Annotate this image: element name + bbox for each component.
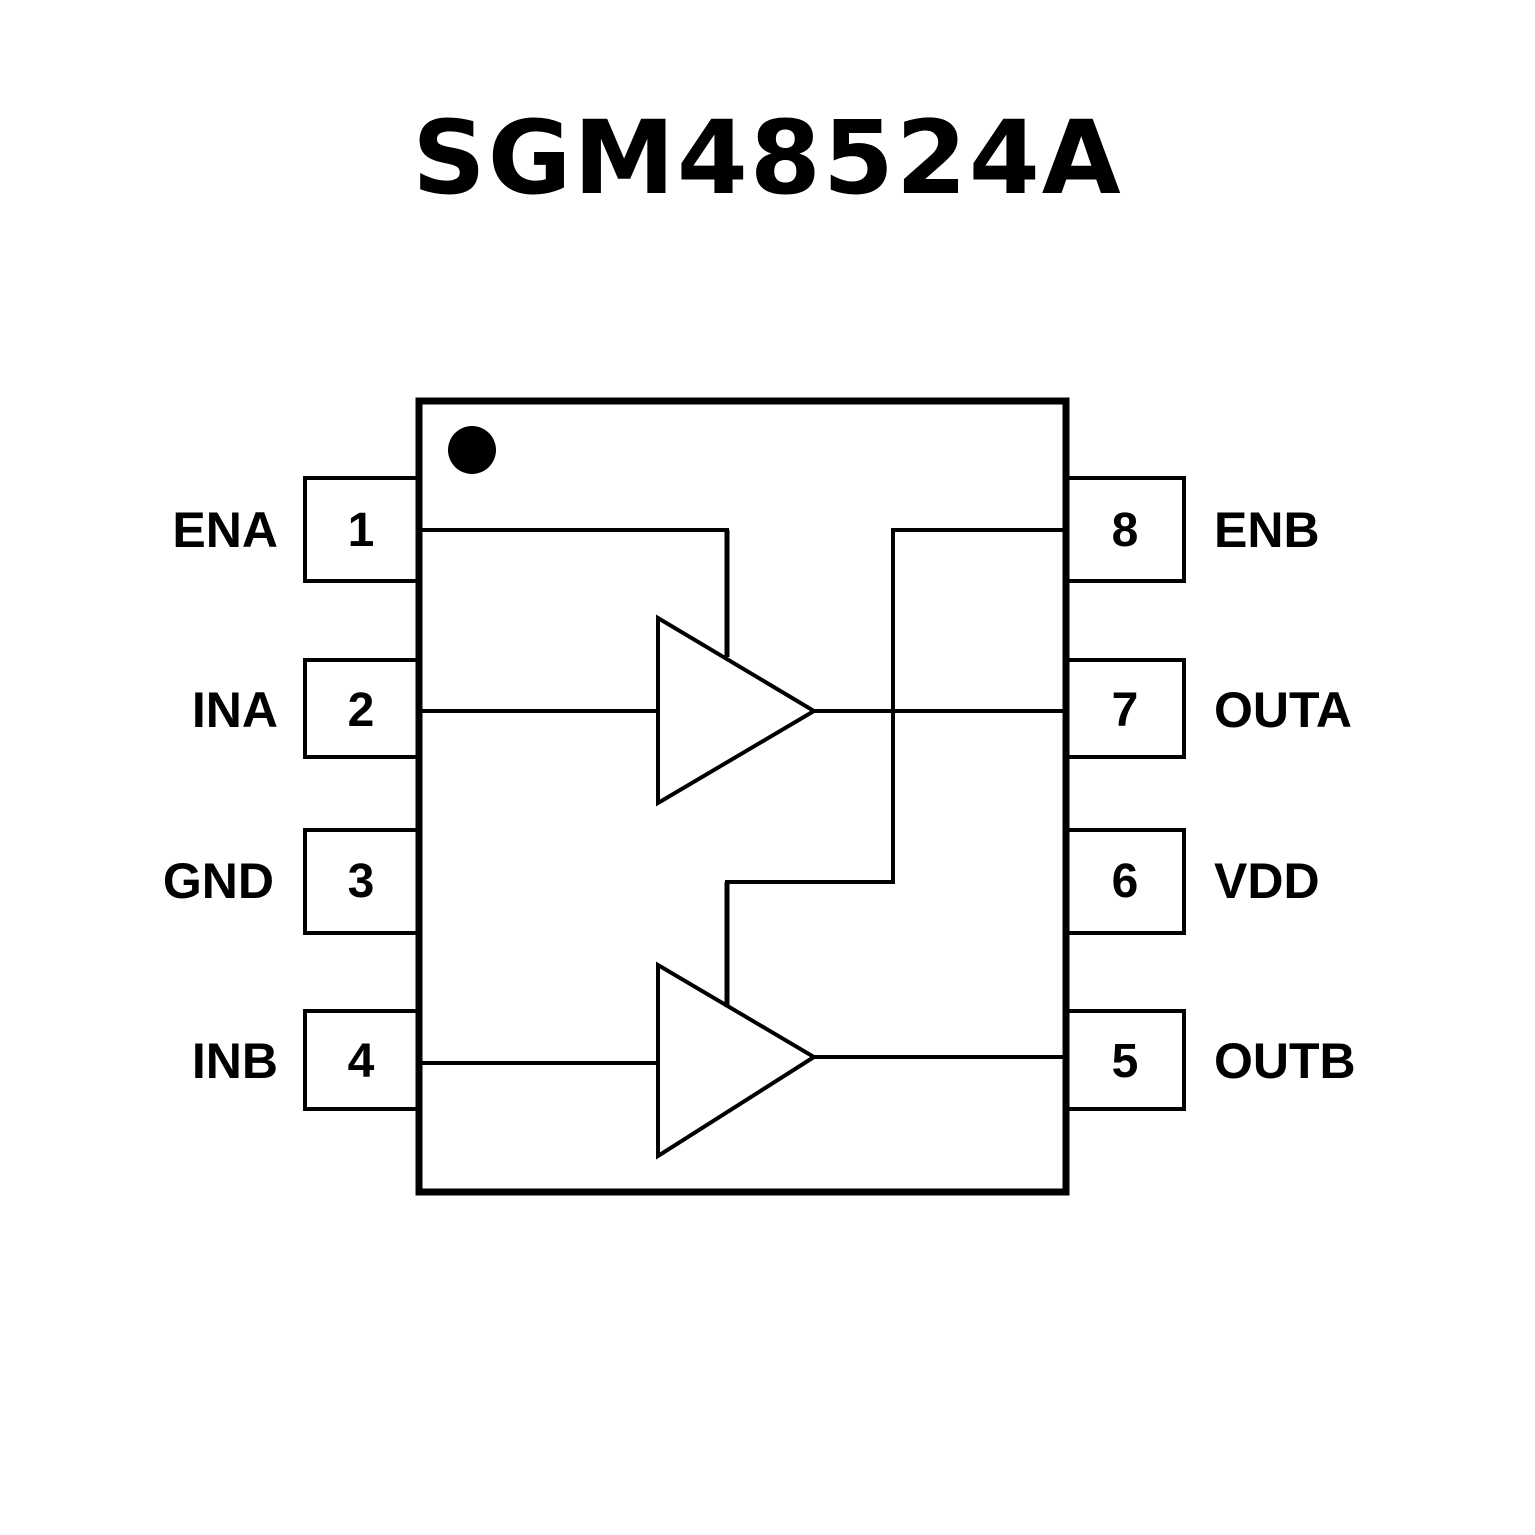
pin-8: 8 ENB — [1064, 476, 1320, 583]
pin-label-ina: INA — [192, 682, 278, 738]
pin1-marker-dot — [448, 426, 496, 474]
pin-number: 5 — [1112, 1035, 1139, 1088]
pin-number: 7 — [1112, 684, 1139, 737]
pin-label-inb: INB — [192, 1033, 278, 1089]
pin-number: 3 — [348, 855, 375, 908]
pin-4: 4 INB — [192, 1009, 421, 1111]
pin-1: 1 ENA — [172, 476, 421, 583]
pin-number: 8 — [1112, 504, 1139, 557]
wire-enb — [725, 528, 1063, 1006]
chip-title: SGM48524A — [412, 99, 1123, 218]
pin-label-ena: ENA — [172, 502, 278, 558]
internal-wiring — [422, 528, 1063, 1065]
pin-6: 6 VDD — [1064, 828, 1320, 935]
buffer-b-triangle — [656, 961, 818, 1160]
pin-label-vdd: VDD — [1214, 853, 1320, 909]
pin-5: 5 OUTB — [1064, 1009, 1356, 1111]
pin-number: 6 — [1112, 855, 1139, 908]
pin-number: 1 — [348, 504, 375, 557]
buffer-a-triangle — [656, 614, 818, 807]
pin-number: 2 — [348, 684, 375, 737]
pin-label-enb: ENB — [1214, 502, 1320, 558]
pin-7: 7 OUTA — [1064, 658, 1352, 759]
pin-number: 4 — [348, 1035, 375, 1088]
pin-3: 3 GND — [163, 828, 421, 935]
pin-2: 2 INA — [192, 658, 421, 759]
pin-label-outb: OUTB — [1214, 1033, 1356, 1089]
pin-label-gnd: GND — [163, 853, 274, 909]
pin-label-outa: OUTA — [1214, 682, 1352, 738]
